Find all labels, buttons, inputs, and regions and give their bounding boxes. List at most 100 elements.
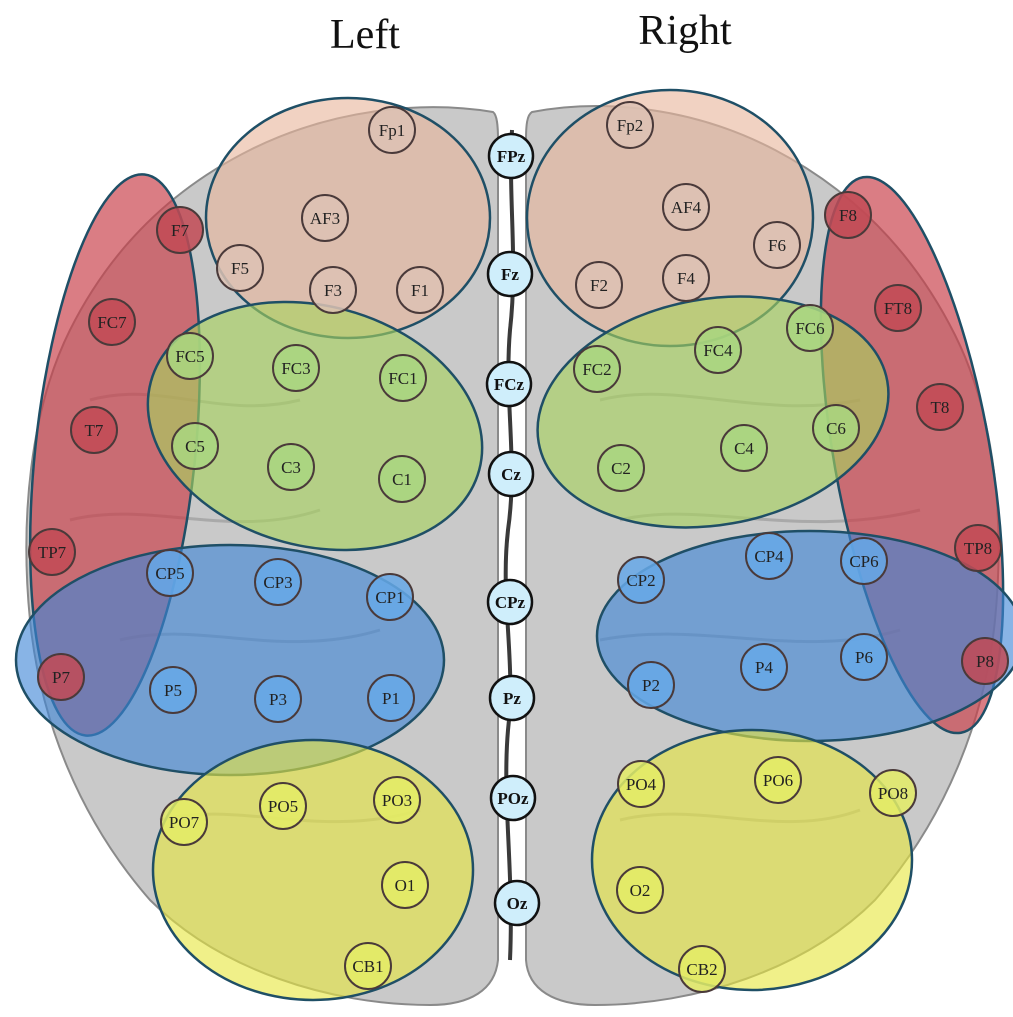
- electrode-label: FC3: [281, 359, 310, 378]
- electrode-af4: AF4: [663, 184, 709, 230]
- electrode-fpz: FPz: [489, 134, 533, 178]
- electrode-poz: POz: [491, 776, 535, 820]
- electrode-tp8: TP8: [955, 525, 1001, 571]
- electrode-o1: O1: [382, 862, 428, 908]
- electrode-label: CB1: [352, 957, 383, 976]
- electrode-label: FCz: [494, 375, 525, 394]
- electrode-label: TP8: [964, 539, 992, 558]
- electrode-label: FT8: [884, 299, 912, 318]
- electrode-f8: F8: [825, 192, 871, 238]
- electrode-cpz: CPz: [488, 580, 532, 624]
- electrode-label: Oz: [507, 894, 528, 913]
- occipital-region-left: [153, 740, 473, 1000]
- electrode-label: AF4: [671, 198, 702, 217]
- electrode-label: FC2: [582, 360, 611, 379]
- electrode-fc1: FC1: [380, 355, 426, 401]
- electrode-label: F8: [839, 206, 857, 225]
- electrode-c3: C3: [268, 444, 314, 490]
- electrode-label: FC5: [175, 347, 204, 366]
- electrode-label: PO3: [382, 791, 412, 810]
- electrode-p1: P1: [368, 675, 414, 721]
- electrode-cb2: CB2: [679, 946, 725, 992]
- electrode-label: T7: [85, 421, 104, 440]
- electrode-fp2: Fp2: [607, 102, 653, 148]
- electrode-label: P6: [855, 648, 873, 667]
- electrode-label: PO8: [878, 784, 908, 803]
- electrode-label: P4: [755, 658, 773, 677]
- electrode-t7: T7: [71, 407, 117, 453]
- electrode-af3: AF3: [302, 195, 348, 241]
- electrode-label: C3: [281, 458, 301, 477]
- electrode-label: Pz: [503, 689, 521, 708]
- electrode-label: TP7: [38, 543, 67, 562]
- electrode-label: C6: [826, 419, 846, 438]
- electrode-p2: P2: [628, 662, 674, 708]
- electrode-label: C4: [734, 439, 754, 458]
- electrode-cp1: CP1: [367, 574, 413, 620]
- electrode-oz: Oz: [495, 881, 539, 925]
- electrode-c2: C2: [598, 445, 644, 491]
- electrode-label: C1: [392, 470, 412, 489]
- electrode-p5: P5: [150, 667, 196, 713]
- electrode-p3: P3: [255, 676, 301, 722]
- electrode-f6: F6: [754, 222, 800, 268]
- electrode-label: CP3: [263, 573, 292, 592]
- electrode-f5: F5: [217, 245, 263, 291]
- electrode-cp2: CP2: [618, 557, 664, 603]
- electrode-cp6: CP6: [841, 538, 887, 584]
- electrode-label: FPz: [497, 147, 526, 166]
- electrode-fz: Fz: [488, 252, 532, 296]
- electrode-label: Cz: [501, 465, 521, 484]
- electrode-label: P3: [269, 690, 287, 709]
- electrode-cb1: CB1: [345, 943, 391, 989]
- electrode-p8: P8: [962, 638, 1008, 684]
- electrode-c1: C1: [379, 456, 425, 502]
- electrode-label: CP2: [626, 571, 655, 590]
- electrode-label: F4: [677, 269, 695, 288]
- electrode-label: PO4: [626, 775, 657, 794]
- electrode-fc7: FC7: [89, 299, 135, 345]
- electrode-p7: P7: [38, 654, 84, 700]
- electrode-label: O1: [395, 876, 416, 895]
- electrode-tp7: TP7: [29, 529, 75, 575]
- electrode-label: Fp2: [617, 116, 643, 135]
- electrode-po5: PO5: [260, 783, 306, 829]
- electrode-label: P7: [52, 668, 70, 687]
- electrode-label: CP5: [155, 564, 184, 583]
- electrode-label: PO5: [268, 797, 298, 816]
- electrode-p4: P4: [741, 644, 787, 690]
- electrode-label: F1: [411, 281, 429, 300]
- electrode-po6: PO6: [755, 757, 801, 803]
- electrode-label: Fz: [501, 265, 519, 284]
- electrode-label: F3: [324, 281, 342, 300]
- electrode-fp1: Fp1: [369, 107, 415, 153]
- electrode-cz: Cz: [489, 452, 533, 496]
- electrode-cp5: CP5: [147, 550, 193, 596]
- electrode-f3: F3: [310, 267, 356, 313]
- electrode-label: PO6: [763, 771, 793, 790]
- electrode-label: T8: [931, 398, 950, 417]
- electrode-label: P5: [164, 681, 182, 700]
- electrode-f2: F2: [576, 262, 622, 308]
- electrode-label: CP1: [375, 588, 404, 607]
- electrode-label: P2: [642, 676, 660, 695]
- electrode-po3: PO3: [374, 777, 420, 823]
- electrode-label: FC7: [97, 313, 127, 332]
- electrode-label: CP4: [754, 547, 784, 566]
- right-hemisphere-label: Right: [638, 8, 732, 54]
- electrode-ft8: FT8: [875, 285, 921, 331]
- electrode-c5: C5: [172, 423, 218, 469]
- electrode-p6: P6: [841, 634, 887, 680]
- electrode-label: AF3: [310, 209, 340, 228]
- electrode-cp3: CP3: [255, 559, 301, 605]
- parietal-region-right: [597, 531, 1013, 741]
- electrode-fc6: FC6: [787, 305, 833, 351]
- electrode-f4: F4: [663, 255, 709, 301]
- electrode-f1: F1: [397, 267, 443, 313]
- electrode-c4: C4: [721, 425, 767, 471]
- electrode-label: FC4: [703, 341, 733, 360]
- electrode-label: P8: [976, 652, 994, 671]
- electrode-label: C5: [185, 437, 205, 456]
- electrode-label: POz: [497, 789, 529, 808]
- electrode-label: F2: [590, 276, 608, 295]
